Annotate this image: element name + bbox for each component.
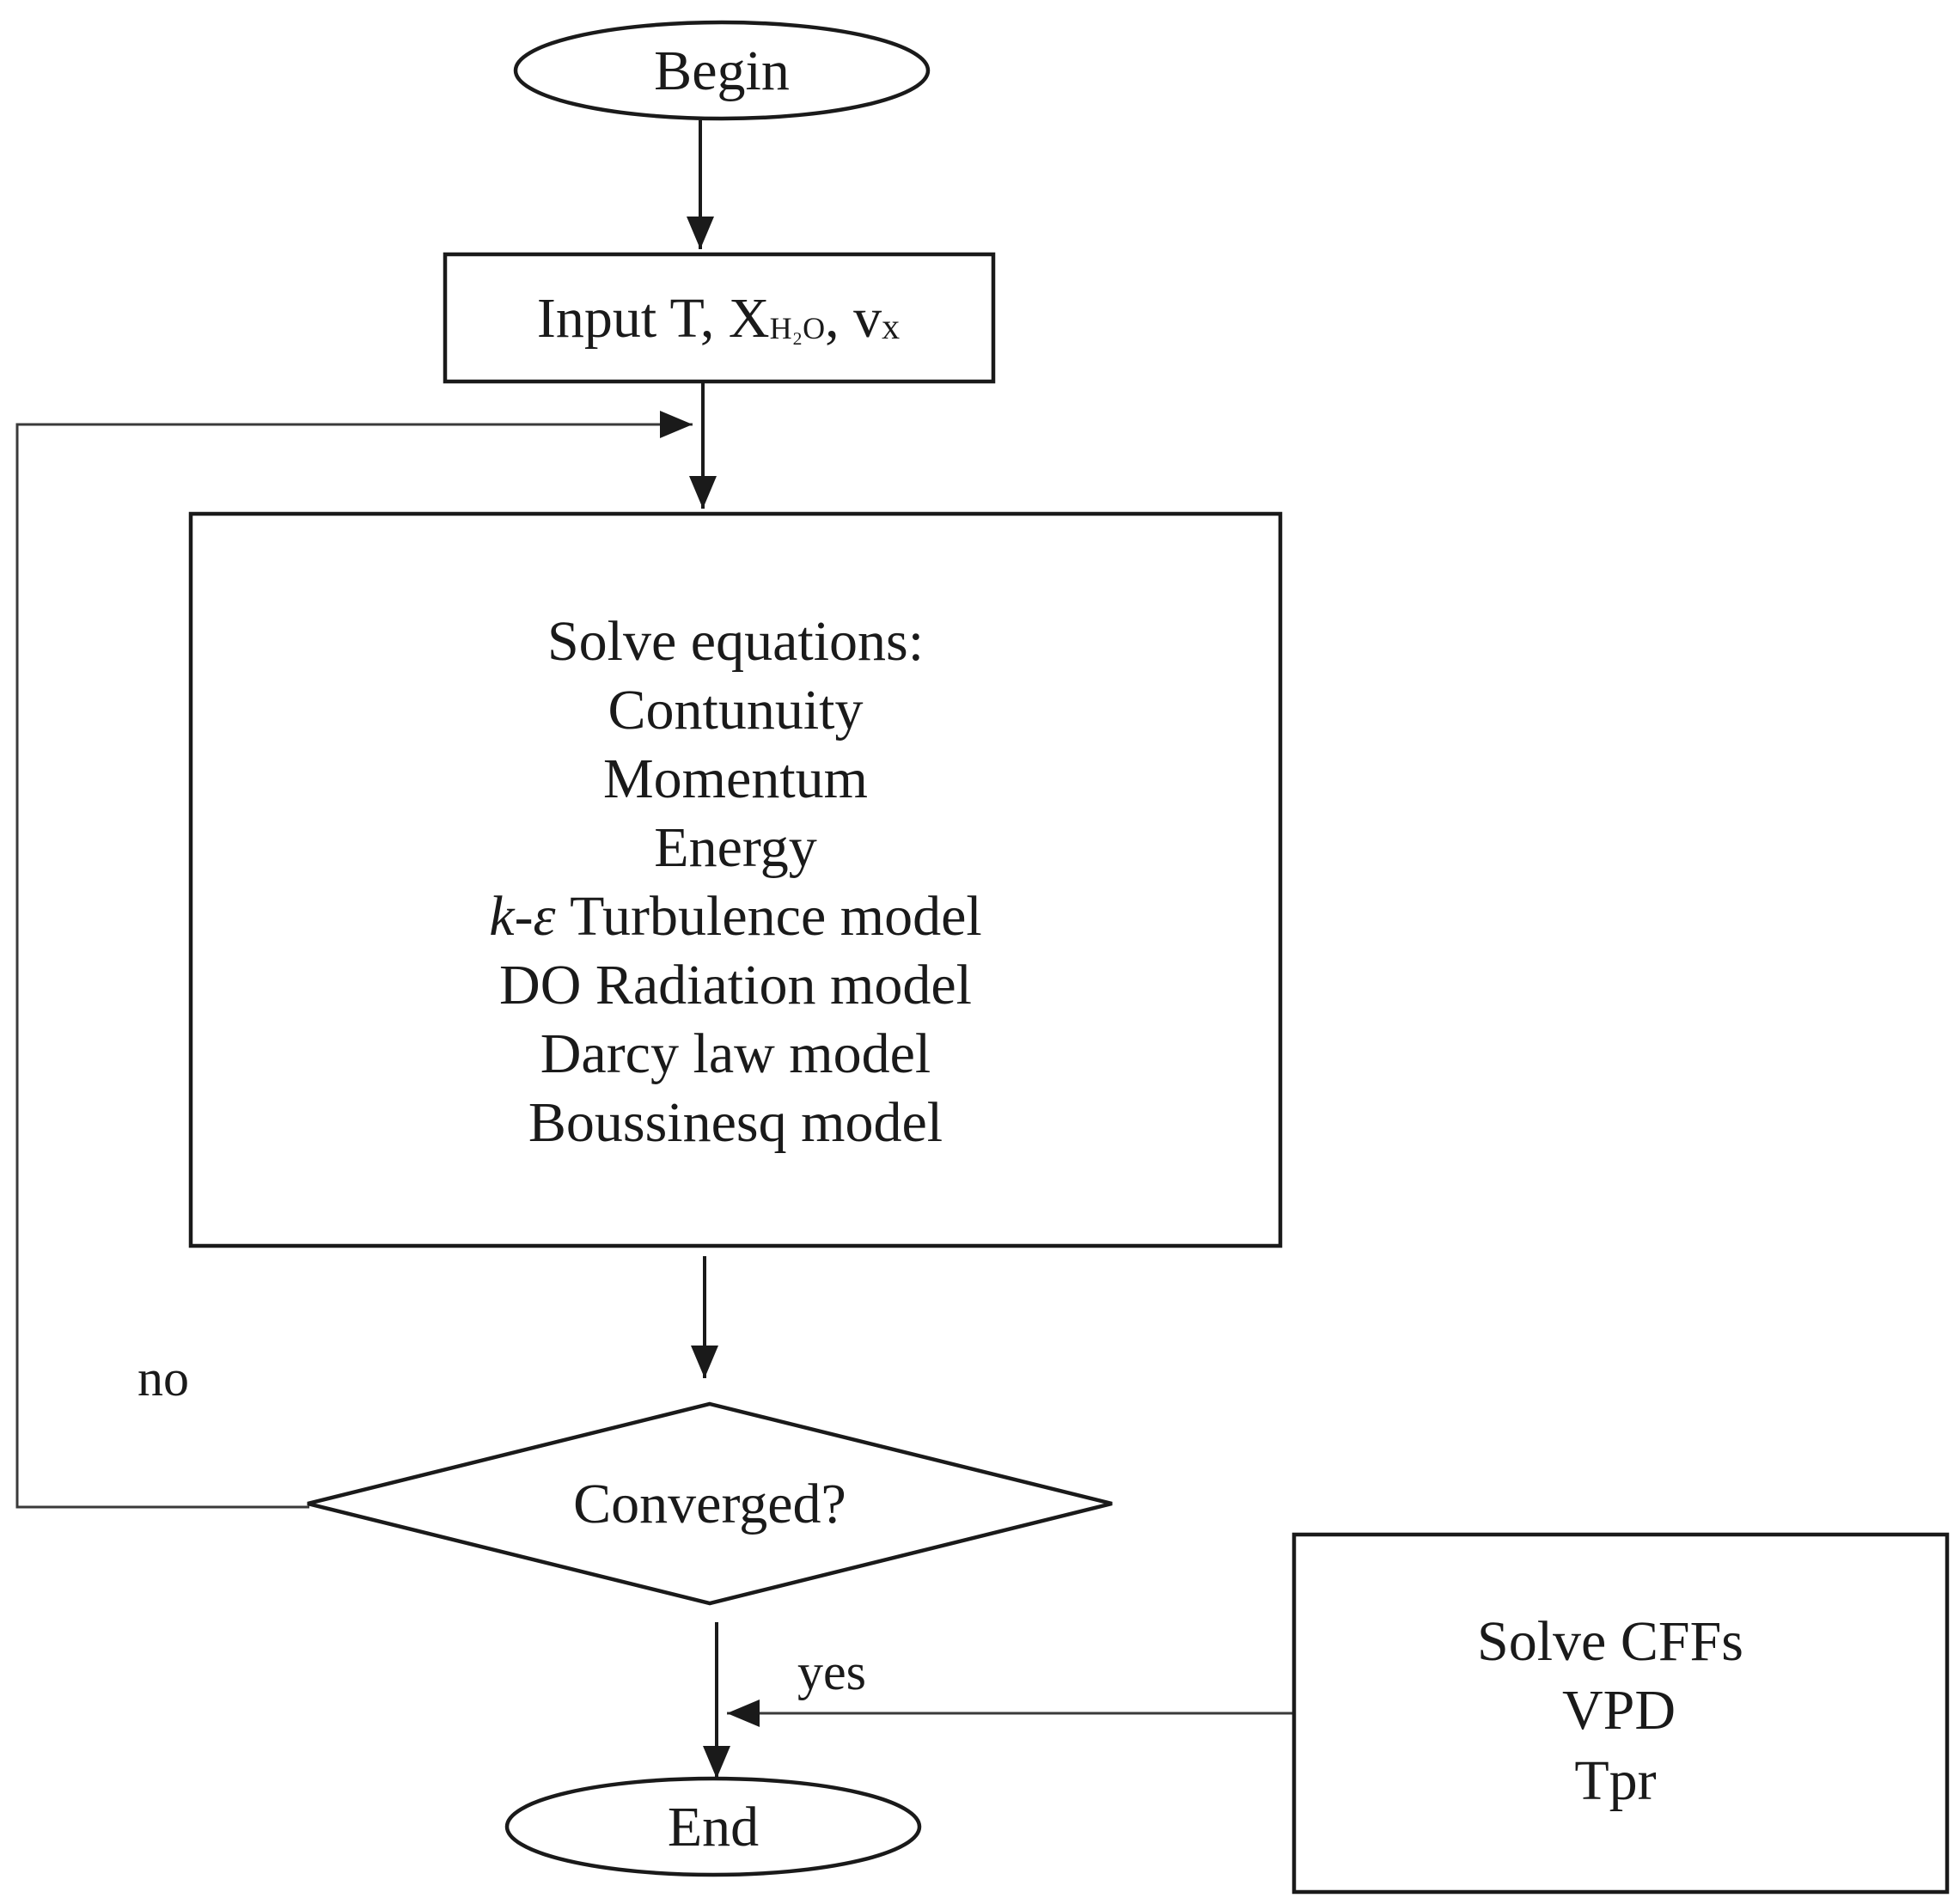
post-line-tpr: Tpr [1574,1749,1656,1812]
decision-label: Converged? [573,1473,846,1535]
post-line-vpd: VPD [1562,1679,1676,1742]
input-node: Input T, XH₂O, vx [443,252,996,384]
solve-line-turbulence: k-ε Turbulence model [489,885,981,948]
end-label: End [668,1796,759,1858]
solve-line-continuity: Contunuity [608,679,863,741]
solve-node: Solve equations: Contunuity Momentum Ene… [188,511,1283,1248]
post-line-cffs: Solve CFFs [1477,1610,1743,1673]
edge-no-loop [15,411,693,1509]
solve-line-boussinesq: Boussinesq model [528,1091,943,1154]
post-node: Solve CFFs VPD Tpr [1291,1532,1950,1895]
end-node: End [504,1776,922,1877]
input-label: Input T, XH₂O, vx [537,287,900,350]
solve-line-energy: Energy [654,816,816,879]
edge-label-yes: yes [797,1644,866,1700]
decision-node: Converged? [307,1401,1113,1606]
begin-node: Begin [513,20,931,121]
edge-label-no: no [137,1350,189,1407]
solve-line-momentum: Momentum [603,748,868,810]
solve-line-radiation: DO Radiation model [499,954,972,1016]
begin-label: Begin [654,40,790,102]
solve-line-darcy: Darcy law model [540,1022,931,1085]
solve-heading: Solve equations: [547,610,924,673]
